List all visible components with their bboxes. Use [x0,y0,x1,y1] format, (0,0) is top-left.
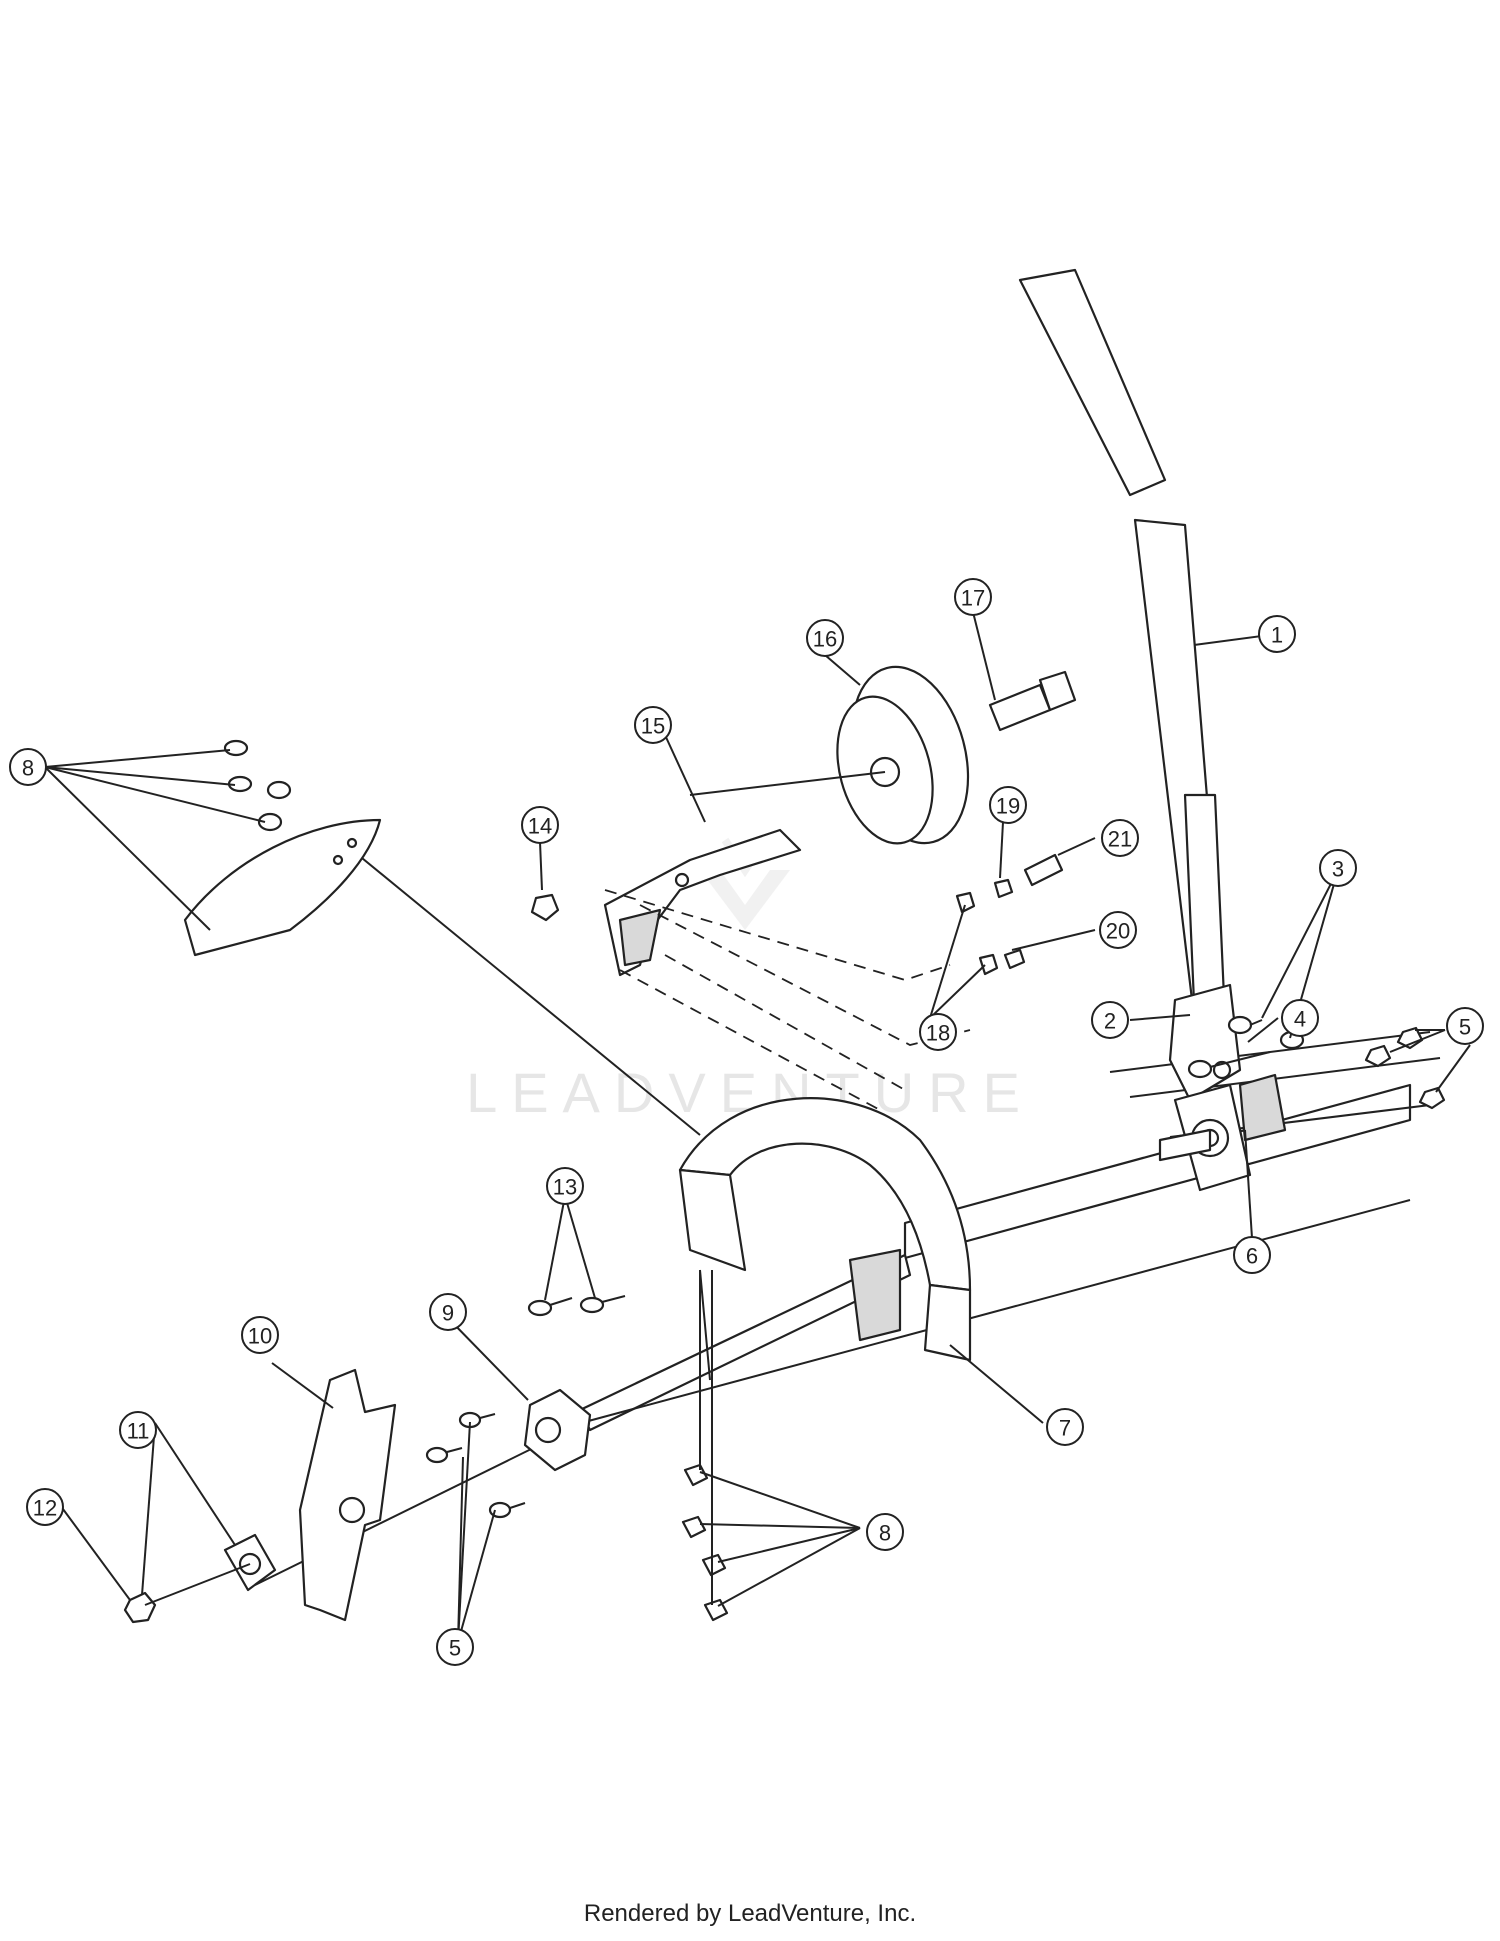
axle-shaft [254,839,1441,1586]
callout-11-label: 11 [127,1419,150,1444]
fender [678,1097,972,1381]
callout-17-label: 17 [961,586,985,611]
callout-13-label: 13 [553,1175,577,1200]
callout-13: 13 [546,1167,584,1205]
callout-14-label: 14 [528,814,552,839]
callout-11: 11 [119,1411,157,1449]
render-credit: Rendered by LeadVenture, Inc. [583,1900,917,1927]
callout-6-label: 6 [1246,1244,1258,1269]
bracket-bolts [1187,1015,1305,1079]
callout-9: 9 [429,1293,467,1331]
small-hardware [530,853,1064,976]
callout-5-lower-label: 5 [449,1636,461,1661]
callout-19-label: 19 [996,794,1020,819]
callout-20: 20 [1099,911,1137,949]
callout-2: 2 [1091,1001,1129,1039]
callout-20-label: 20 [1106,919,1130,944]
callout-5-right-label: 5 [1459,1015,1471,1040]
callout-2-label: 2 [1104,1009,1116,1034]
callout-7: 7 [1046,1408,1084,1446]
pulley-bracket [603,828,802,977]
callout-19: 19 [989,786,1027,824]
callout-12-label: 12 [33,1496,57,1521]
callout-21-label: 21 [1108,827,1132,852]
callout-10: 10 [241,1316,279,1354]
callout-3: 3 [1319,849,1357,887]
handle-tube [1018,268,1227,1027]
callout-12: 12 [26,1488,64,1526]
callout-8-left: 8 [9,748,47,786]
tine-plate-left [183,739,382,957]
callout-9-label: 9 [442,1301,454,1326]
callout-3-label: 3 [1332,857,1344,882]
callout-leaders [44,611,1471,1643]
callout-10-label: 10 [248,1324,272,1349]
hub [523,1388,592,1472]
axle-nuts-right [1364,1026,1446,1110]
callout-8-lower-label: 8 [879,1521,891,1546]
callout-14: 14 [521,806,559,844]
callout-7-label: 7 [1059,1416,1071,1441]
callout-1-label: 1 [1271,623,1283,648]
callout-4-label: 4 [1294,1007,1306,1032]
callout-18: 18 [919,1013,957,1051]
pulley [689,665,970,845]
callout-8-lower: 8 [866,1513,904,1551]
callout-21: 21 [1101,819,1139,857]
callout-17: 17 [954,578,992,616]
tine-plate-lower [298,1368,397,1622]
pulley-bolt [988,670,1077,732]
callout-5-right: 5 [1446,1007,1484,1045]
callout-15-label: 15 [641,714,665,739]
callout-18-label: 18 [926,1021,950,1046]
bearing-bracket [1158,983,1287,1192]
washer-nut [123,1533,277,1624]
callout-15: 15 [634,706,672,744]
callout-6: 6 [1233,1236,1271,1274]
callout-1: 1 [1258,615,1296,653]
callout-16-label: 16 [813,627,837,652]
callout-4: 4 [1281,999,1319,1037]
callout-8-left-label: 8 [22,756,34,781]
callout-16: 16 [806,619,844,657]
callout-5-lower: 5 [436,1628,474,1666]
